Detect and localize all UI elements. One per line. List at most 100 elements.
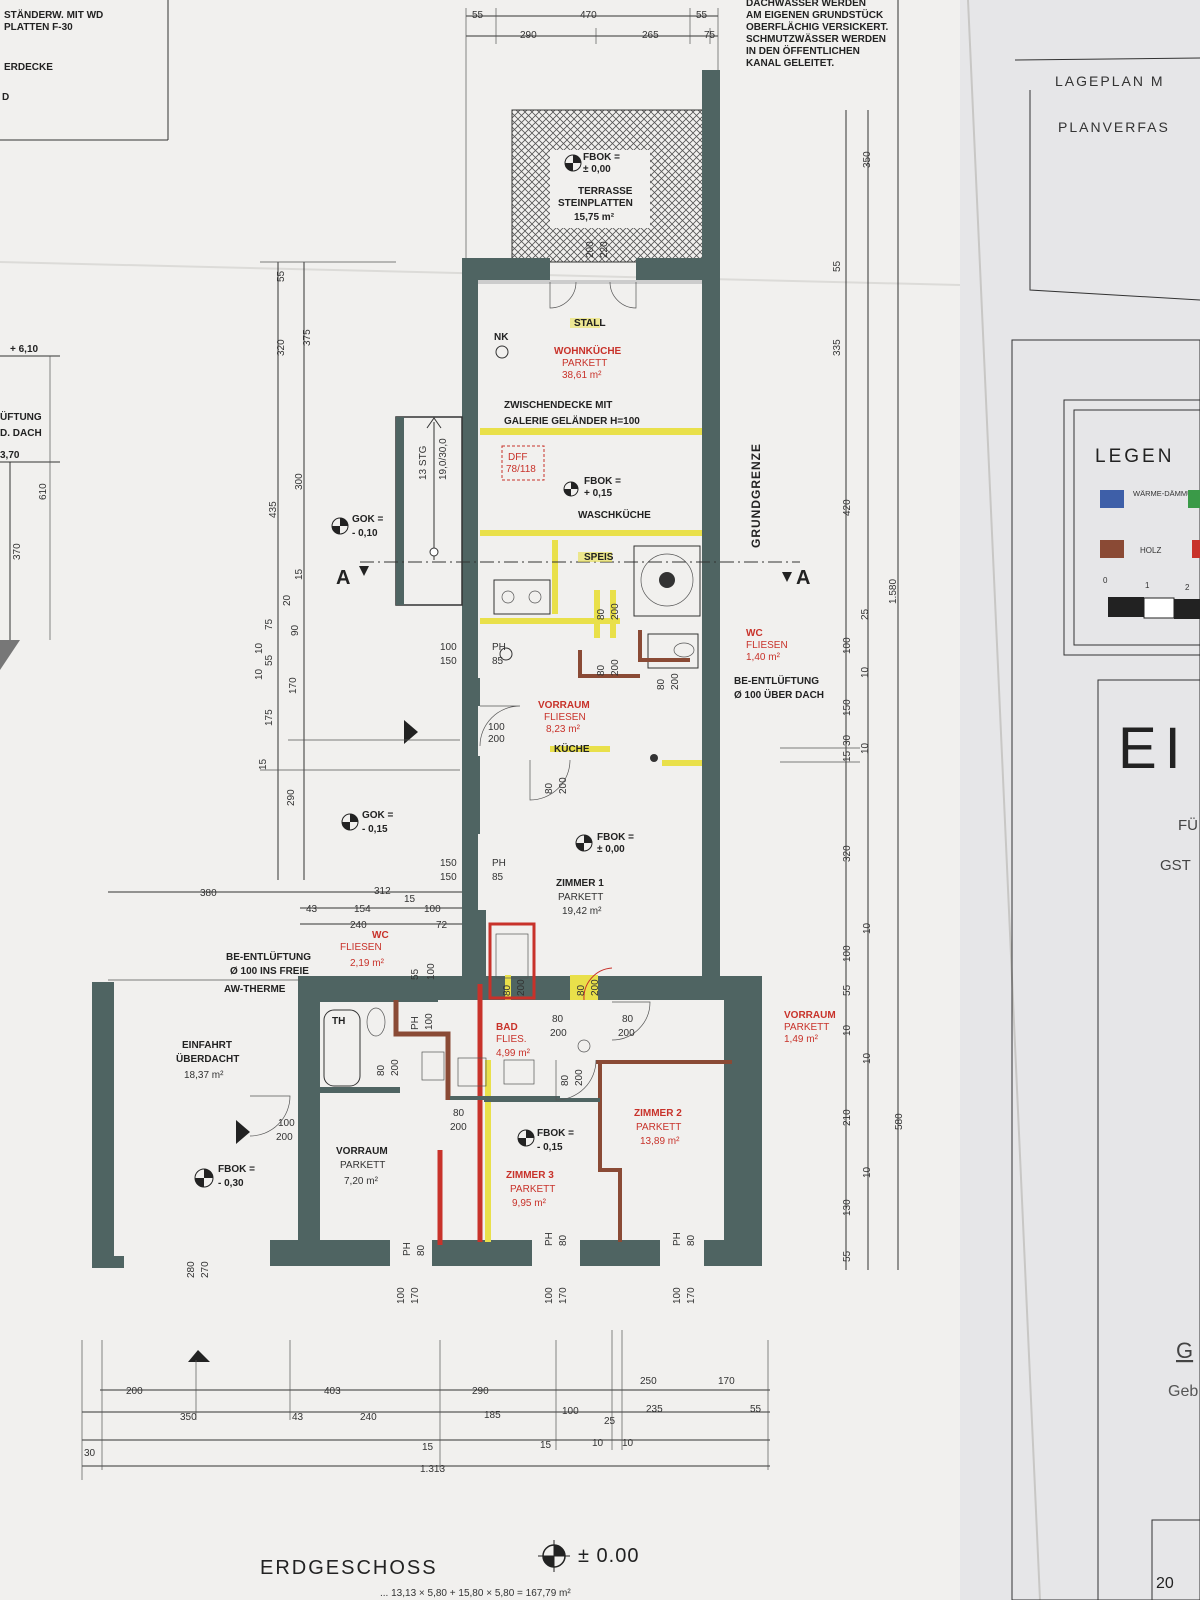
terrace-material: STEINPLATTEN <box>558 198 633 209</box>
scale-label-0: 0 <box>1103 576 1108 585</box>
terrace-door-200: 200 <box>585 241 596 258</box>
zwischendecke-2: GALERIE GELÄNDER H=100 <box>504 414 640 427</box>
ldim-10: 10 <box>254 642 265 654</box>
zimmer1-fbok-label: FBOK = <box>597 832 634 843</box>
room-einfahrt-roof: ÜBERDACHT <box>176 1052 239 1065</box>
room-bad-floor: FLIES. <box>496 1034 527 1045</box>
bdim-43: 43 <box>292 1412 304 1423</box>
door-h-80: 80 <box>576 984 587 996</box>
interior-walls <box>320 630 732 1242</box>
win-c-80: 80 <box>416 1244 427 1256</box>
win-b-150: 150 <box>440 858 457 869</box>
entry-arrow-2 <box>236 1120 250 1144</box>
bdim-170: 170 <box>718 1376 735 1387</box>
door-a-100: 100 <box>488 722 505 733</box>
north-arrow <box>188 1350 210 1362</box>
rdim-335: 335 <box>832 339 843 356</box>
left-dim-370: 370 <box>12 543 23 560</box>
left-dim-610: 610 <box>38 483 49 500</box>
mdim-43: 43 <box>306 904 318 915</box>
dim-top-55-right: 55 <box>696 10 708 21</box>
be-entl-left-1: BE-ENTLÜFTUNG <box>226 950 311 963</box>
win-bottom-3a: 100 <box>672 1287 683 1304</box>
room-wc-left: WC <box>372 930 389 941</box>
title-planverfas: PLANVERFAS <box>1058 119 1170 135</box>
ldim-55: 55 <box>276 270 287 282</box>
top-dimensions: 55 470 55 290 265 75 <box>465 8 719 260</box>
room-zimmer2: ZIMMER 2 <box>634 1108 682 1119</box>
bottom-dimensions: 200 403 290 250 170 350 43 240 185 100 2… <box>81 1330 770 1480</box>
ldim-375: 375 <box>302 329 313 346</box>
room-zimmer3-floor: PARKETT <box>510 1184 555 1195</box>
ldim-300: 300 <box>294 473 305 490</box>
win-c-ph: PH <box>402 1242 413 1256</box>
rdim-10f: 10 <box>862 1166 873 1178</box>
rdim-10: 10 <box>860 666 871 678</box>
title-lageplan: LAGEPLAN M <box>1055 73 1164 89</box>
einfahrt-fbok-label: FBOK = <box>218 1164 255 1175</box>
scale-label-2: 2 <box>1185 583 1190 592</box>
bdim-10a: 10 <box>592 1438 604 1449</box>
staircase: 13 STG 19,0/30,0 <box>395 416 463 606</box>
wc-left-ph: PH <box>410 1016 421 1030</box>
note-line-4: D <box>2 92 9 103</box>
title-g: G <box>1176 1338 1193 1363</box>
section-a-right: A <box>796 567 810 589</box>
scale-label-1: 1 <box>1145 581 1150 590</box>
rdim-total-1580: 1.580 <box>888 579 899 604</box>
door-k-80: 80 <box>596 664 607 676</box>
bdim-30: 30 <box>84 1448 96 1459</box>
yellow-elements <box>480 428 702 1242</box>
bdim-total: 1.313 <box>420 1464 445 1475</box>
ldim-175: 175 <box>264 709 275 726</box>
bdim-350: 350 <box>180 1412 197 1423</box>
room-kueche: KÜCHE <box>554 742 590 755</box>
terrace-fbok-value: ± 0,00 <box>583 164 611 175</box>
room-wc-top-floor: FLIESEN <box>746 640 788 651</box>
title-block: LAGEPLAN M PLANVERFAS LEGEN WÄRME-DÄMMUN… <box>1011 57 1200 1600</box>
win-e-ph: PH <box>672 1232 683 1246</box>
rdim-420: 420 <box>842 499 853 516</box>
ldim-10b: 10 <box>254 668 265 680</box>
gok-top-value: - 0,10 <box>352 528 378 539</box>
door-l-200: 200 <box>670 673 681 690</box>
door-c-80: 80 <box>453 1108 465 1119</box>
label-nk: NK <box>494 332 509 343</box>
door-g-200: 200 <box>516 979 527 996</box>
left-section-fragment: + 6,10 ÜFTUNG D. DACH 3,70 610 370 <box>0 344 60 670</box>
room-vorraum-mid: VORRAUM <box>538 700 590 711</box>
rdim-10b: 10 <box>860 742 871 754</box>
win-bottom-1b: 170 <box>410 1287 421 1304</box>
rdim-10e: 10 <box>862 1052 873 1064</box>
room-vorraum-mid-floor: FLIESEN <box>544 712 586 723</box>
ldim-20: 20 <box>282 594 293 606</box>
room-vorraum-right-area: 1,49 m² <box>784 1034 819 1045</box>
fold-line-vertical <box>967 0 1041 1600</box>
left-note-1: ÜFTUNG <box>0 410 42 423</box>
terrace: FBOK = ± 0,00 TERRASSE STEINPLATTEN 15,7… <box>511 109 705 263</box>
be-entl-left-2: Ø 100 INS FREIE <box>230 966 309 977</box>
fixtures <box>323 345 701 1087</box>
title-corner: 20 <box>1156 1575 1174 1592</box>
room-wohnkueche-area: 38,61 m² <box>562 370 602 381</box>
ldim-170: 170 <box>288 677 299 694</box>
room-zimmer1-floor: PARKETT <box>558 892 603 903</box>
wc-left-100: 100 <box>426 963 437 980</box>
mdim-154: 154 <box>354 904 371 915</box>
drainage-line-2: AM EIGENEN GRUNDSTÜCK <box>746 8 884 21</box>
win-b-150-2: 150 <box>440 872 457 883</box>
room-vorraum-right: VORRAUM <box>784 1010 836 1021</box>
be-entl-left-3: AW-THERME <box>224 984 286 995</box>
door-d-200: 200 <box>550 1028 567 1039</box>
drawing-title-text: ERDGESCHOSS <box>260 1557 438 1579</box>
bdim-235: 235 <box>646 1404 663 1415</box>
room-wohnkueche-floor: PARKETT <box>562 358 607 369</box>
label-grundgrenze: GRUNDGRENZE <box>749 443 763 548</box>
ldim-75: 75 <box>264 618 275 630</box>
rdim-15: 15 <box>842 750 853 762</box>
door-j-80: 80 <box>596 608 607 620</box>
ldim-435: 435 <box>268 501 279 518</box>
drainage-line-1: DACHWÄSSER WERDEN <box>746 0 866 9</box>
note-line-3: ERDECKE <box>4 62 53 73</box>
door-h-200: 200 <box>590 979 601 996</box>
